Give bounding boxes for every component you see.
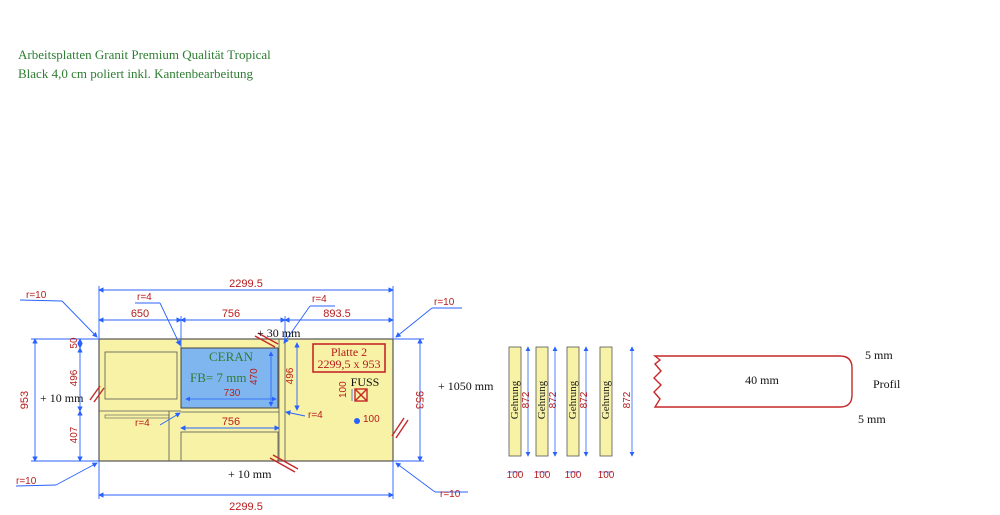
edge-strips: Gehrung 872 100 Gehrung 872 100 Gehrung … xyxy=(507,346,635,481)
edge-profile: 40 mm 5 mm Profil 5 mm xyxy=(653,348,901,426)
dim-height-right: 953 xyxy=(413,391,425,409)
edge-strip: Gehrung 872 100 xyxy=(534,346,559,481)
offset-bottom: + 10 mm xyxy=(228,467,272,481)
ceran-width: 730 xyxy=(224,388,241,399)
dim-height-upper: 496 xyxy=(69,369,80,386)
strip-length: 872 xyxy=(622,391,633,408)
fuss-marker xyxy=(354,418,360,424)
strip-width: 100 xyxy=(534,470,551,481)
cabinet-lower-mid xyxy=(180,431,279,462)
worktop-plan: Platte 2 2299,5 x 953 FUSS 100 100 CERAN… xyxy=(89,332,409,473)
radius-inner-left: r=4 xyxy=(137,292,152,303)
strip-label: Gehrung xyxy=(509,380,521,419)
offset-left: + 10 mm xyxy=(40,391,84,405)
dim-total-top: 2299.5 xyxy=(229,278,263,290)
profile-label: Profil xyxy=(873,377,901,391)
profile-shape xyxy=(653,355,853,408)
ceran-label: CERAN xyxy=(209,349,254,364)
dim-seg-left: 650 xyxy=(131,308,149,320)
cabinet-upper-left xyxy=(104,351,178,400)
profile-bottom-edge: 5 mm xyxy=(858,412,886,426)
title-line-2: Black 4,0 cm poliert inkl. Kantenbearbei… xyxy=(18,66,254,81)
dim-height-left: 953 xyxy=(19,391,31,409)
radius-top-right: r=10 xyxy=(434,297,455,308)
radius-inner-right: r=4 xyxy=(312,294,327,305)
profile-top-edge: 5 mm xyxy=(865,348,893,362)
radius-bottom-inner: r=4 xyxy=(135,418,150,429)
plate-label-box xyxy=(312,343,386,373)
dim-seg-bottom-mid: 756 xyxy=(222,416,240,428)
fuss-dim-h: 100 xyxy=(363,414,380,425)
title-line-1: Arbeitsplatten Granit Premium Qualität T… xyxy=(18,47,271,62)
fuss-label: FUSS xyxy=(351,375,380,389)
edge-hatch-marks xyxy=(89,332,409,473)
strip-label: Gehrung xyxy=(600,380,612,419)
dim-seg-mid: 756 xyxy=(222,308,240,320)
strip-length: 872 xyxy=(521,391,532,408)
plate-label: Platte 2 xyxy=(331,345,367,359)
dim-height-lower: 407 xyxy=(69,426,80,443)
dimension-lines xyxy=(15,286,468,499)
strip-label: Gehrung xyxy=(536,380,548,419)
ceran-fb: FB= 7 mm xyxy=(190,370,246,385)
radius-inner-mid: r=4 xyxy=(308,410,323,421)
edge-strip: Gehrung 872 100 xyxy=(598,346,635,481)
strip-label: Gehrung xyxy=(567,380,579,419)
strip-width: 100 xyxy=(598,470,615,481)
strip-width: 100 xyxy=(507,470,524,481)
strip-length: 872 xyxy=(548,391,559,408)
dim-height-mid-right: 496 xyxy=(285,367,296,384)
dim-seg-right: 893.5 xyxy=(323,308,351,320)
offset-top: + 30 mm xyxy=(257,326,301,340)
edge-strip: Gehrung 872 100 xyxy=(565,346,590,481)
dim-total-bottom: 2299.5 xyxy=(229,501,263,513)
fuss-dim-v: 100 xyxy=(338,381,349,398)
edge-strip: Gehrung 872 100 xyxy=(507,346,532,481)
plate-size: 2299,5 x 953 xyxy=(318,357,381,371)
profile-thickness: 40 mm xyxy=(745,373,779,387)
radius-top-left: r=10 xyxy=(26,290,47,301)
strip-length: 872 xyxy=(579,391,590,408)
ceran-height: 470 xyxy=(249,368,260,385)
radius-bottom-right: r=10 xyxy=(440,489,461,500)
fuss-symbol xyxy=(354,388,368,402)
radius-bottom-left: r=10 xyxy=(16,476,37,487)
drawing-title: Arbeitsplatten Granit Premium Qualität T… xyxy=(18,45,271,83)
strip-width: 100 xyxy=(565,470,582,481)
offset-right: + 1050 mm xyxy=(438,379,494,393)
dim-height-top-offset: 50 xyxy=(69,337,80,349)
